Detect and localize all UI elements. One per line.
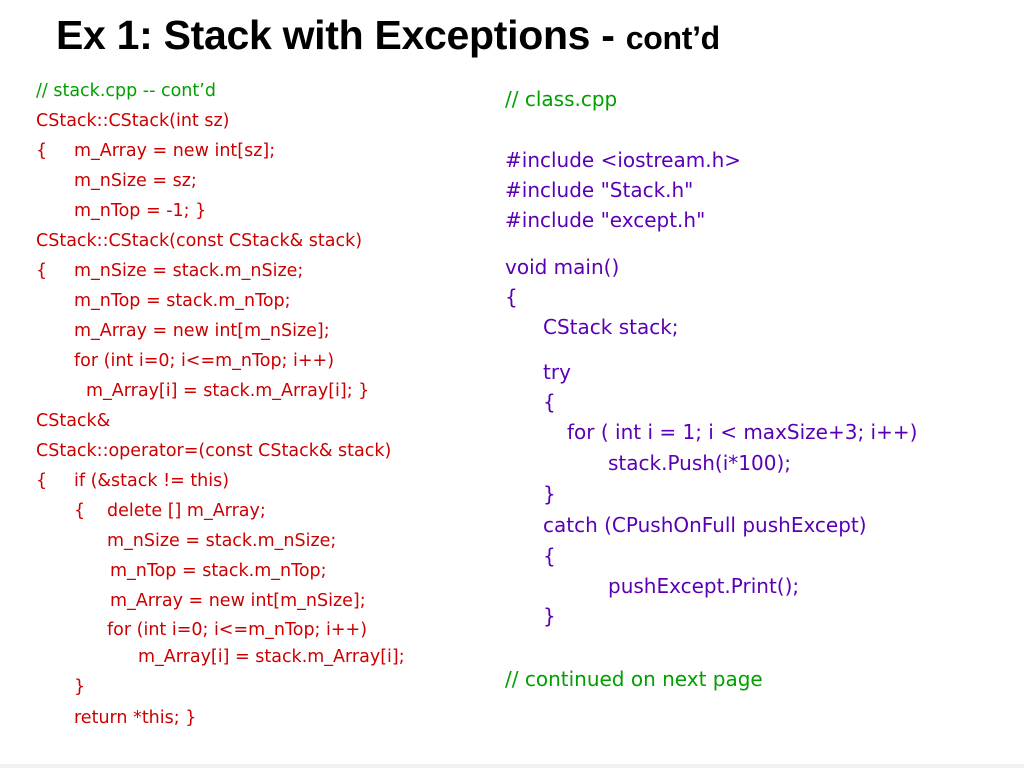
code-line: { [36, 471, 48, 491]
code-line: m_nTop = stack.m_nTop; [74, 291, 291, 311]
code-line: { [505, 285, 518, 309]
code-comment: // stack.cpp -- cont’d [36, 81, 216, 101]
code-line: } [74, 677, 86, 697]
code-comment: // continued on next page [505, 667, 763, 691]
code-line: catch (CPushOnFull pushExcept) [543, 513, 867, 537]
code-line: #include "Stack.h" [505, 178, 694, 202]
code-line: for (int i=0; i<=m_nTop; i++) [74, 351, 335, 371]
code-line: #include <iostream.h> [505, 148, 742, 172]
code-line: try [543, 360, 571, 384]
code-line: m_nSize = stack.m_nSize; [107, 531, 337, 551]
code-line: for (int i=0; i<=m_nTop; i++) [107, 620, 368, 640]
code-line: delete [] m_Array; [107, 501, 266, 521]
code-line: CStack::CStack(const CStack& stack) [36, 231, 363, 251]
code-line: for ( int i = 1; i < maxSize+3; i++) [567, 420, 918, 444]
slide-title: Ex 1: Stack with Exceptions - cont’d [56, 12, 720, 59]
code-line: CStack::operator=(const CStack& stack) [36, 441, 392, 461]
code-line: void main() [505, 255, 620, 279]
code-line: #include "except.h" [505, 208, 706, 232]
code-line: } [543, 604, 556, 628]
code-line: CStack& [36, 411, 111, 431]
code-line: { [36, 261, 48, 281]
code-line: { [543, 390, 556, 414]
slide-title-suffix: cont’d [625, 20, 720, 56]
code-line: { [36, 141, 48, 161]
code-line: CStack stack; [543, 315, 679, 339]
code-line: { [74, 501, 86, 521]
code-line: m_Array = new int[m_nSize]; [74, 321, 330, 341]
code-line: m_nSize = sz; [74, 171, 197, 191]
footer-divider [0, 764, 1024, 768]
code-line: return *this; } [74, 708, 197, 728]
code-line: pushExcept.Print(); [608, 574, 800, 598]
code-line: m_Array = new int[m_nSize]; [110, 591, 366, 611]
code-line: m_Array[i] = stack.m_Array[i]; } [86, 381, 370, 401]
code-line: CStack::CStack(int sz) [36, 111, 230, 131]
code-line: m_nSize = stack.m_nSize; [74, 261, 304, 281]
code-line: if (&stack != this) [74, 471, 230, 491]
code-line: m_nTop = stack.m_nTop; [110, 561, 327, 581]
code-line: stack.Push(i*100); [608, 451, 792, 475]
code-line: } [543, 482, 556, 506]
code-comment: // class.cpp [505, 87, 618, 111]
slide-title-main: Ex 1: Stack with Exceptions - [56, 12, 626, 58]
code-line: m_Array[i] = stack.m_Array[i]; [138, 647, 405, 667]
code-line: m_nTop = -1; } [74, 201, 207, 221]
code-line: { [543, 544, 556, 568]
code-line: m_Array = new int[sz]; [74, 141, 276, 161]
